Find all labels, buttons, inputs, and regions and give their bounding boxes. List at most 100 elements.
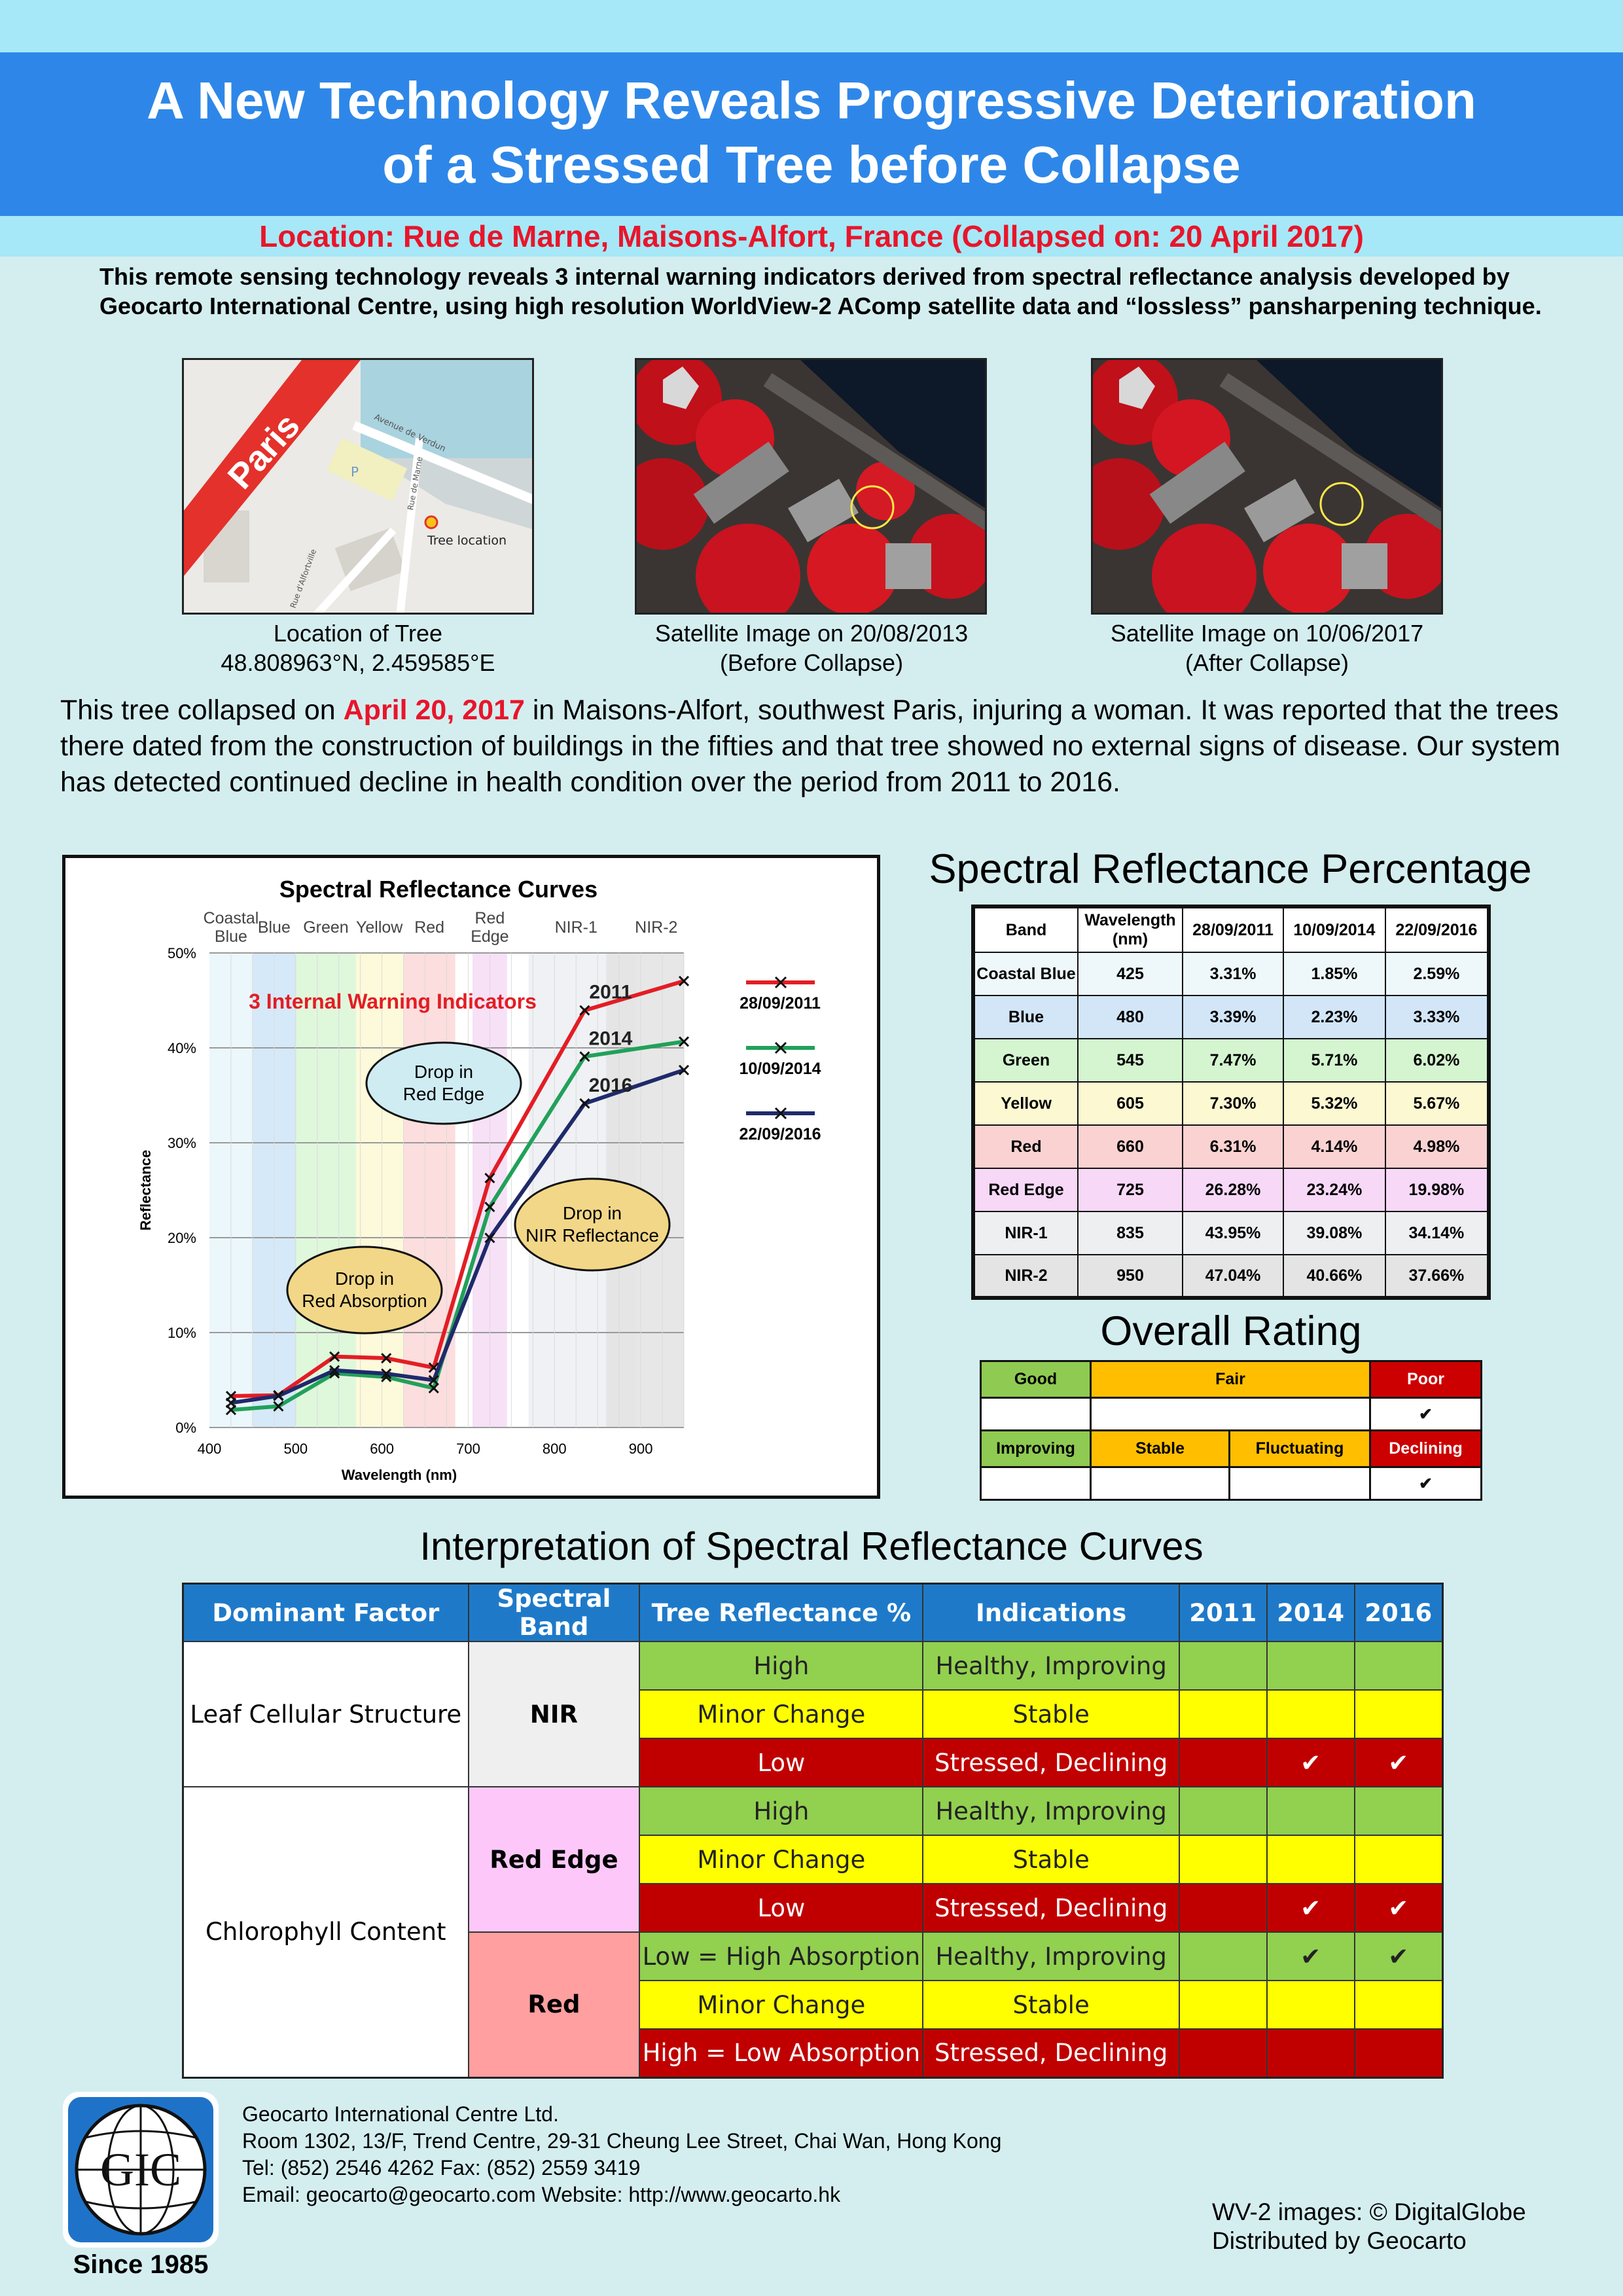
srp-cell-v3: 2.59% bbox=[1384, 952, 1490, 996]
map-graphic: P Paris Avenue de Verdun Rue de Marne Ru… bbox=[184, 360, 532, 613]
data-point-marker bbox=[579, 1005, 590, 1016]
sat1-caption-line-1: Satellite Image on 20/08/2013 bbox=[654, 620, 969, 647]
interp-2014-check-icon bbox=[1266, 1835, 1355, 1884]
srp-table: Band Wavelength (nm) 28/09/2011 10/09/20… bbox=[971, 905, 1491, 1300]
interp-reflectance: Low bbox=[639, 1883, 924, 1933]
srp-cell-band: Red bbox=[972, 1124, 1079, 1169]
annotation-red-edge-bubble bbox=[365, 1041, 522, 1125]
interp-2016-check-icon bbox=[1353, 1786, 1444, 1836]
legend-label: 22/09/2016 bbox=[739, 1125, 821, 1143]
band-red-edge: Red Edge bbox=[467, 1786, 641, 1933]
srp-cell-v3: 37.66% bbox=[1384, 1254, 1490, 1299]
legend-label: 10/09/2014 bbox=[739, 1060, 821, 1078]
interp-2016-check-icon bbox=[1353, 1689, 1444, 1739]
srp-cell-v2: 5.32% bbox=[1283, 1081, 1386, 1126]
srp-cell-band: Coastal Blue bbox=[972, 952, 1079, 996]
interp-indication: Healthy, Improving bbox=[922, 1786, 1180, 1836]
srp-title: Spectral Reflectance Percentage bbox=[929, 846, 1532, 892]
rating-declining-check-icon: ✔ bbox=[1369, 1466, 1482, 1501]
interp-2016-check-icon bbox=[1353, 1641, 1444, 1691]
srp-cell-wl: 660 bbox=[1077, 1124, 1183, 1169]
data-point-marker bbox=[273, 1390, 284, 1401]
srp-cell-v3: 34.14% bbox=[1384, 1211, 1490, 1255]
interp-2014-check-icon: ✔ bbox=[1266, 1883, 1355, 1933]
srp-cell-v1: 3.39% bbox=[1181, 995, 1285, 1039]
band-label: Red bbox=[474, 909, 505, 927]
data-point-marker bbox=[381, 1368, 392, 1379]
x-tick-label: 800 bbox=[543, 1441, 567, 1457]
globe-icon: GIC bbox=[68, 2097, 213, 2242]
band-label: Edge bbox=[471, 927, 508, 946]
tree-marker-icon bbox=[424, 515, 438, 529]
rating-improving-cell bbox=[980, 1466, 1092, 1501]
annotation-red-edge-text: Drop in bbox=[414, 1062, 473, 1082]
data-point-marker bbox=[273, 1401, 284, 1412]
srp-cell-v2: 4.14% bbox=[1283, 1124, 1386, 1169]
satellite-image-2013 bbox=[635, 358, 987, 615]
interp-reflectance: High = Low Absorption bbox=[639, 2028, 924, 2078]
satellite-graphic-2017 bbox=[1093, 360, 1441, 613]
band-label: Coastal bbox=[204, 909, 259, 927]
sat2-caption-line-1: Satellite Image on 10/06/2017 bbox=[1110, 620, 1424, 647]
rating-fluctuating-cell bbox=[1228, 1466, 1371, 1501]
data-point-marker bbox=[678, 975, 690, 986]
interp-2011 bbox=[1178, 1641, 1268, 1691]
y-tick-label: 40% bbox=[168, 1040, 196, 1056]
rating-fair: Fair bbox=[1090, 1360, 1371, 1399]
y-axis-label: Reflectance bbox=[137, 1150, 154, 1231]
x-tick-label: 600 bbox=[370, 1441, 394, 1457]
interp-2016-check-icon bbox=[1353, 1980, 1444, 2030]
interp-reflectance: Minor Change bbox=[639, 1835, 924, 1884]
srp-cell-v1: 6.31% bbox=[1181, 1124, 1285, 1169]
interp-reflectance: Minor Change bbox=[639, 1689, 924, 1739]
series-year-label: 2016 bbox=[589, 1075, 633, 1096]
band-background bbox=[295, 953, 357, 1427]
footer-email: Email: geocarto@geocarto.com Website: ht… bbox=[242, 2183, 841, 2206]
interp-header-2011: 2011 bbox=[1178, 1583, 1268, 1642]
srp-cell-v2: 23.24% bbox=[1283, 1168, 1386, 1212]
srp-cell-wl: 545 bbox=[1077, 1038, 1183, 1083]
srp-cell-v3: 5.67% bbox=[1384, 1081, 1490, 1126]
data-point-marker bbox=[678, 1064, 690, 1075]
data-point-marker bbox=[329, 1351, 340, 1362]
interp-indication: Stable bbox=[922, 1980, 1180, 2030]
title-banner: A New Technology Reveals Progressive Det… bbox=[0, 52, 1623, 216]
interp-2011 bbox=[1178, 1835, 1268, 1884]
band-nir: NIR bbox=[467, 1641, 641, 1787]
description-paragraph: This tree collapsed on April 20, 2017 in… bbox=[60, 692, 1572, 800]
legend-label: 28/09/2011 bbox=[740, 994, 821, 1013]
srp-cell-v1: 3.31% bbox=[1181, 952, 1285, 996]
srp-cell-v3: 4.98% bbox=[1384, 1124, 1490, 1169]
legend-marker bbox=[774, 1041, 787, 1054]
interp-2014-check-icon bbox=[1266, 1641, 1355, 1691]
data-point-marker bbox=[329, 1365, 340, 1376]
sat2-caption: Satellite Image on 10/06/2017 (After Col… bbox=[1038, 619, 1496, 677]
interp-2014-check-icon bbox=[1266, 2028, 1355, 2078]
data-point-marker bbox=[225, 1397, 237, 1408]
interp-2011 bbox=[1178, 1689, 1268, 1739]
factor-leaf-structure: Leaf Cellular Structure bbox=[182, 1641, 469, 1787]
interp-indication: Stressed, Declining bbox=[922, 1883, 1180, 1933]
sat1-caption: Satellite Image on 20/08/2013 (Before Co… bbox=[582, 619, 1041, 677]
interp-table: Dominant Factor Spectral Band Tree Refle… bbox=[182, 1583, 1444, 2079]
interp-2011 bbox=[1178, 1786, 1268, 1836]
srp-cell-v1: 7.30% bbox=[1181, 1081, 1285, 1126]
y-tick-label: 20% bbox=[168, 1230, 196, 1246]
annotation-nir-text: NIR Reflectance bbox=[526, 1225, 659, 1246]
interp-reflectance: High bbox=[639, 1641, 924, 1691]
srp-cell-band: NIR-2 bbox=[972, 1254, 1079, 1299]
srp-cell-v3: 6.02% bbox=[1384, 1038, 1490, 1083]
annotation-nir-bubble bbox=[514, 1177, 671, 1272]
series-line bbox=[230, 979, 685, 1399]
interp-header-2016: 2016 bbox=[1353, 1583, 1444, 1642]
gic-logo: GIC bbox=[63, 2092, 219, 2248]
footer-company: Geocarto International Centre Ltd. bbox=[242, 2102, 559, 2126]
srp-cell-band: NIR-1 bbox=[972, 1211, 1079, 1255]
rating-table: Good Fair Poor ✔ Improving Stable Fluctu… bbox=[980, 1360, 1482, 1501]
interp-indication: Stable bbox=[922, 1835, 1180, 1884]
